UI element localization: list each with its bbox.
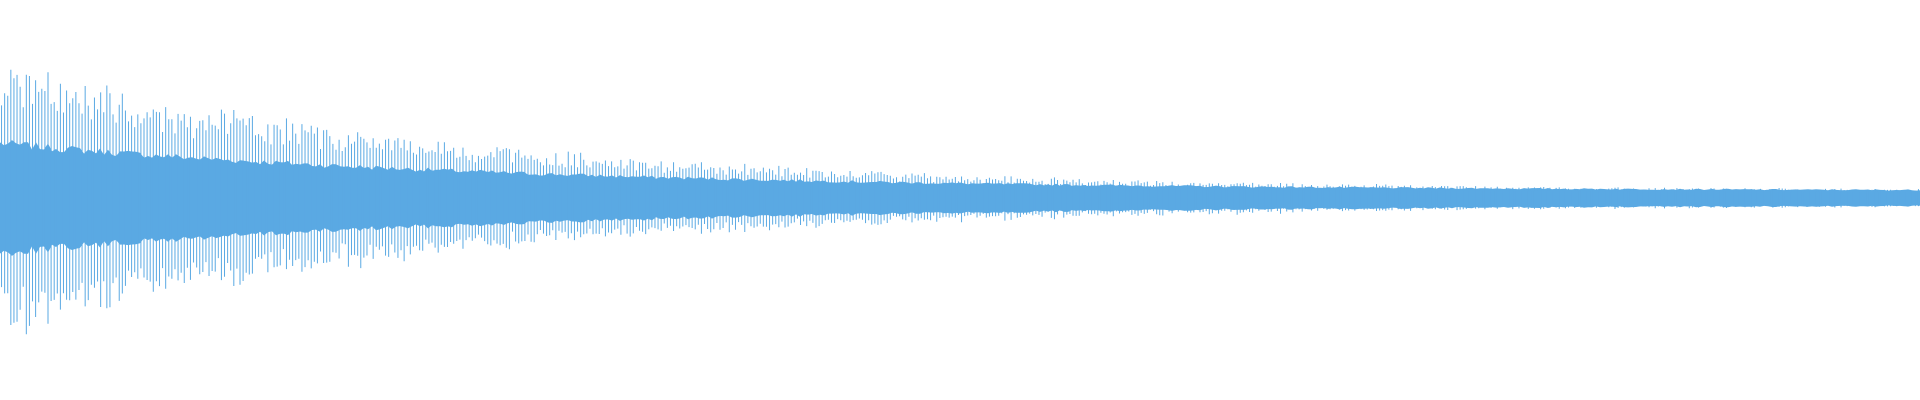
waveform-peaks (1, 69, 1919, 335)
waveform-body (0, 140, 1920, 256)
waveform-fill (0, 140, 1920, 256)
waveform-spikes (1, 69, 1919, 335)
